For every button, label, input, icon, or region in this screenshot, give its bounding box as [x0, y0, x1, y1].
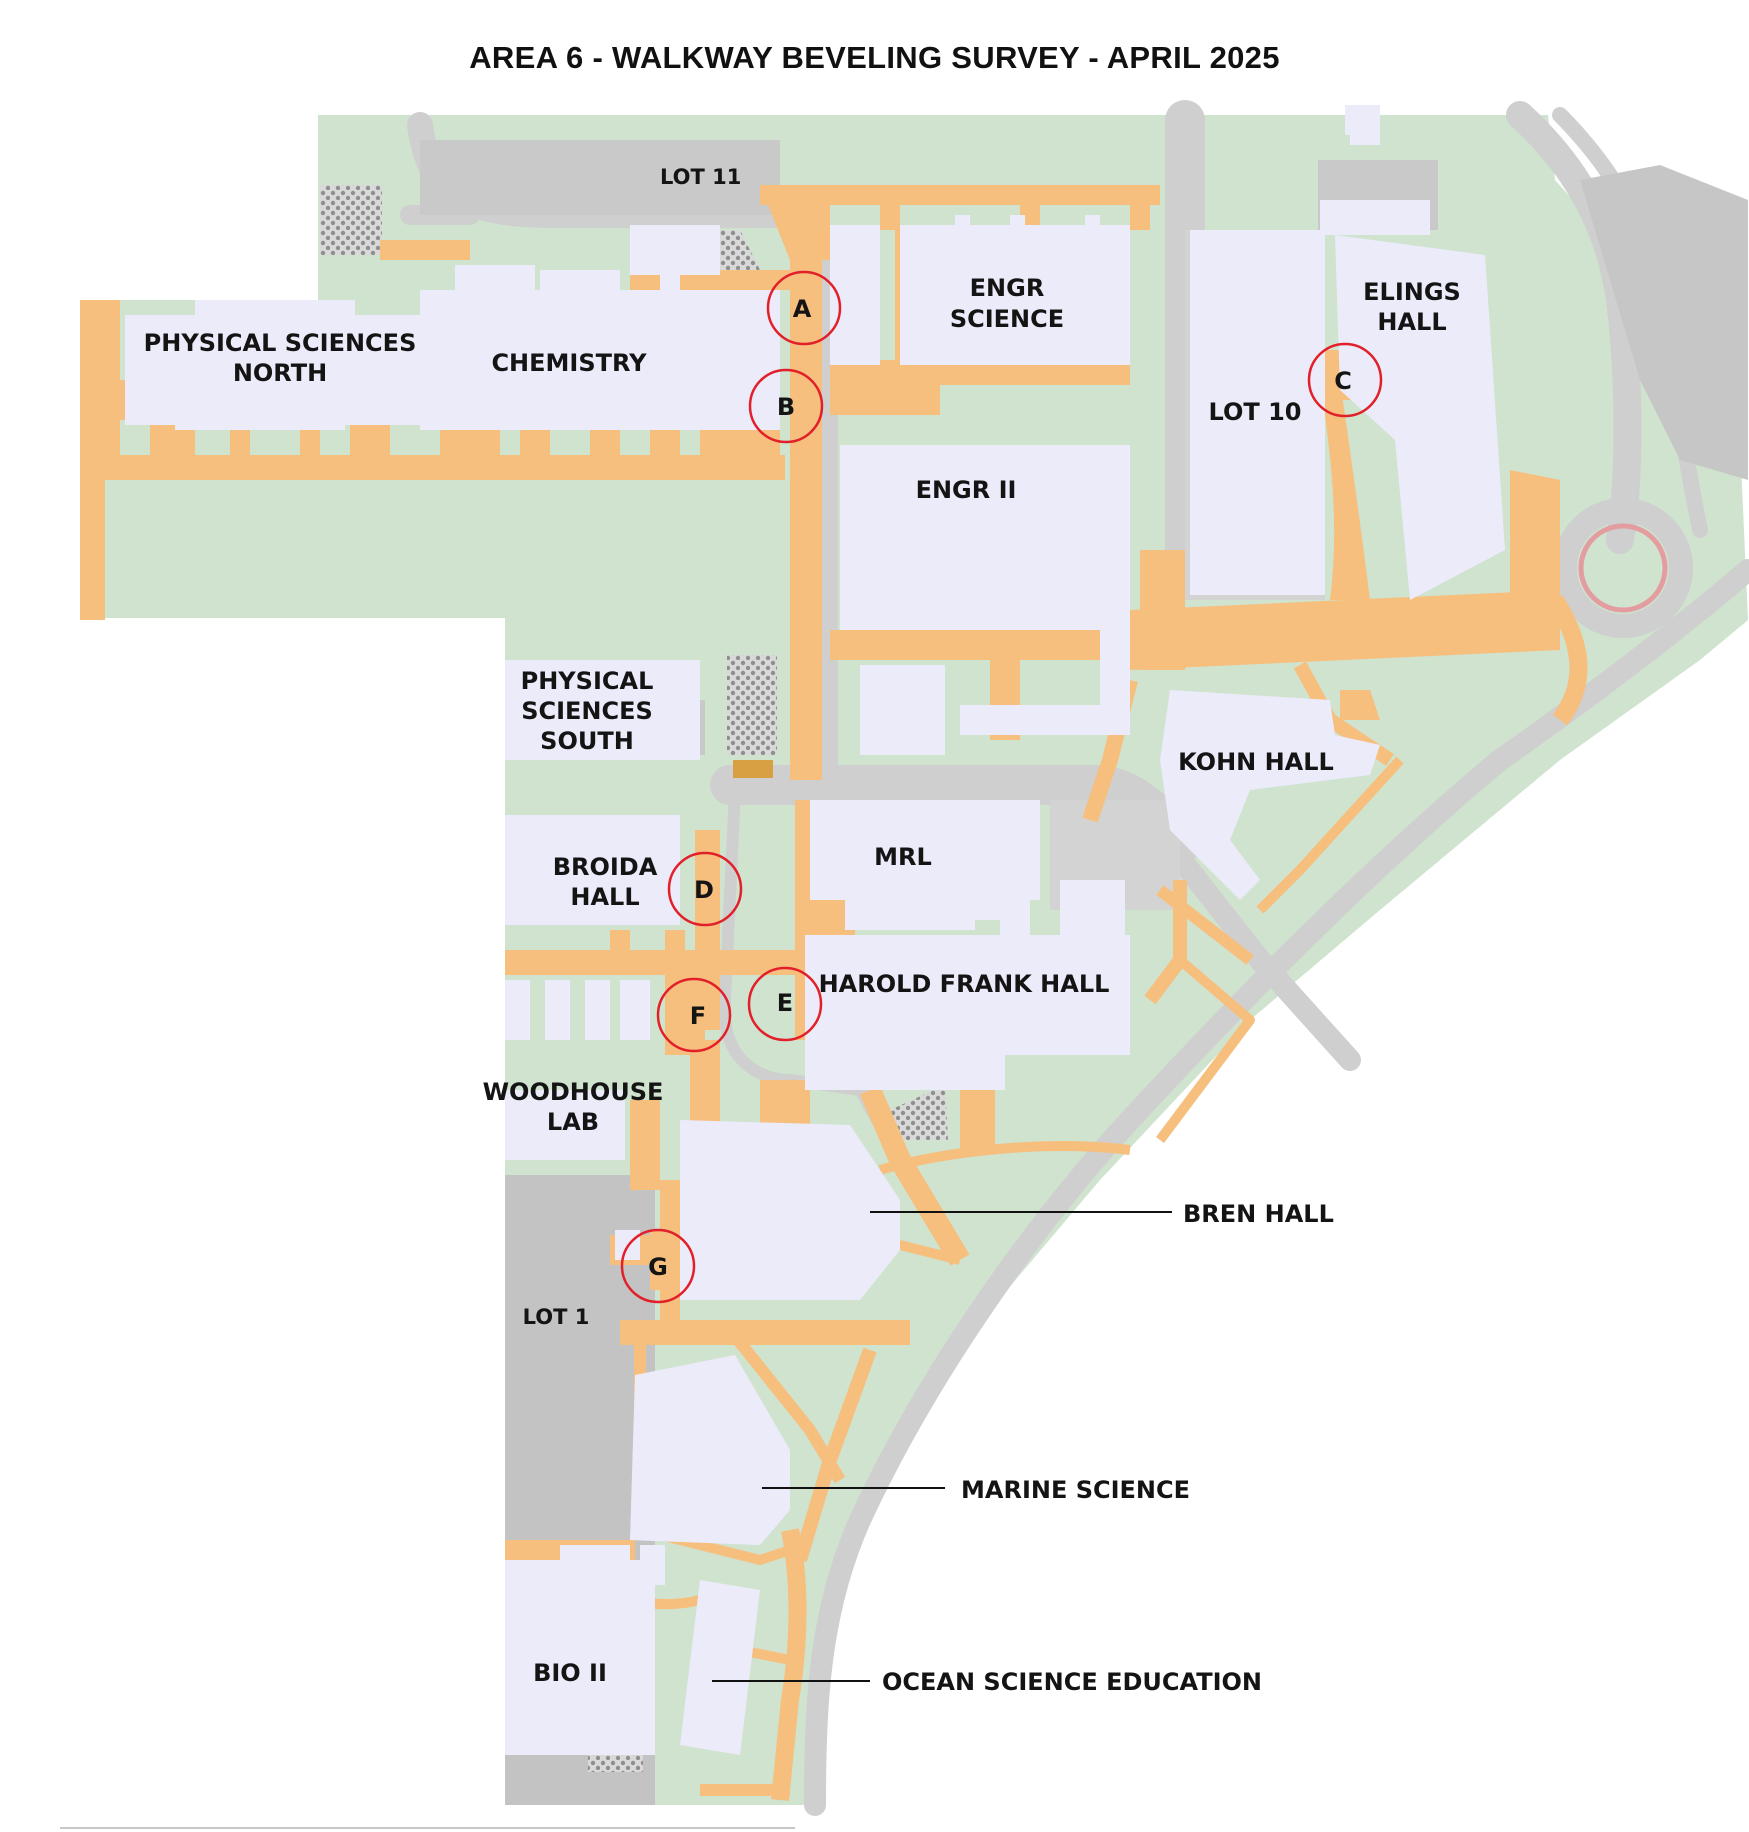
- marker-d[interactable]: D: [667, 851, 743, 927]
- label-bio-ii: BIO II: [533, 1659, 607, 1687]
- label-elings-line1: ELINGS: [1363, 278, 1461, 306]
- label-chemistry: CHEMISTRY: [491, 349, 647, 377]
- label-pss-line1: PHYSICAL: [521, 667, 654, 695]
- survey-markers: A B C D E F G: [620, 270, 1383, 1304]
- marker-b[interactable]: B: [748, 368, 824, 444]
- building-kohn-hall: [1160, 690, 1380, 900]
- svg-text:C: C: [1334, 367, 1352, 395]
- marker-g[interactable]: G: [620, 1228, 696, 1304]
- buildings: [125, 105, 1505, 1755]
- label-ocean: OCEAN SCIENCE EDUCATION: [882, 1668, 1262, 1696]
- marker-a[interactable]: A: [766, 270, 842, 346]
- loading-patch: [733, 760, 773, 778]
- label-woodhouse-line2: LAB: [547, 1108, 599, 1136]
- label-elings-line2: HALL: [1377, 308, 1446, 336]
- building-engr-science: [900, 225, 1130, 365]
- building-marine-science: [630, 1355, 790, 1545]
- building-woodhouse-lab: [505, 1090, 625, 1160]
- svg-text:D: D: [694, 876, 714, 904]
- roundabout: [1578, 523, 1668, 613]
- label-engr-ii: ENGR II: [916, 476, 1017, 504]
- label-harold-frank: HAROLD FRANK HALL: [819, 970, 1110, 998]
- label-broida-line1: BROIDA: [553, 853, 658, 881]
- label-broida-line2: HALL: [570, 883, 639, 911]
- building-broida-hall: [505, 815, 680, 925]
- label-marine: MARINE SCIENCE: [961, 1476, 1190, 1504]
- label-psn-line2: NORTH: [233, 359, 327, 387]
- label-lot10: LOT 10: [1209, 398, 1302, 426]
- label-engr-science-line2: SCIENCE: [950, 305, 1064, 333]
- building-labels: LOT 11 ENGR SCIENCE ELINGS HALL PHYSICAL…: [144, 165, 1461, 1696]
- label-pss-line2: SCIENCES: [521, 697, 653, 725]
- svg-text:F: F: [690, 1002, 706, 1030]
- building-elings-hall: [1335, 235, 1505, 600]
- callout-lines: [712, 1211, 1172, 1682]
- label-woodhouse-line1: WOODHOUSE: [483, 1078, 664, 1106]
- building-chemistry: [420, 290, 780, 430]
- label-engr-science-line1: ENGR: [970, 274, 1045, 302]
- label-pss-line3: SOUTH: [540, 727, 634, 755]
- svg-text:G: G: [648, 1253, 668, 1281]
- label-kohn: KOHN HALL: [1178, 748, 1334, 776]
- building-bio-ii: [505, 1560, 655, 1755]
- building-ocean-science-education: [680, 1580, 760, 1755]
- label-bren: BREN HALL: [1183, 1200, 1334, 1228]
- svg-text:E: E: [777, 989, 793, 1017]
- label-mrl: MRL: [874, 843, 932, 871]
- building-bren-hall: [680, 1120, 900, 1300]
- marker-f[interactable]: F: [656, 977, 732, 1053]
- map-title: AREA 6 - WALKWAY BEVELING SURVEY - APRIL…: [469, 40, 1280, 75]
- label-lot1: LOT 1: [523, 1305, 590, 1329]
- building-lot10: [1190, 230, 1325, 595]
- svg-text:A: A: [793, 295, 812, 323]
- marker-c[interactable]: C: [1307, 342, 1383, 418]
- marker-e[interactable]: E: [747, 966, 823, 1042]
- label-lot11: LOT 11: [660, 165, 741, 189]
- label-psn-line1: PHYSICAL SCIENCES: [144, 329, 417, 357]
- svg-text:B: B: [777, 393, 795, 421]
